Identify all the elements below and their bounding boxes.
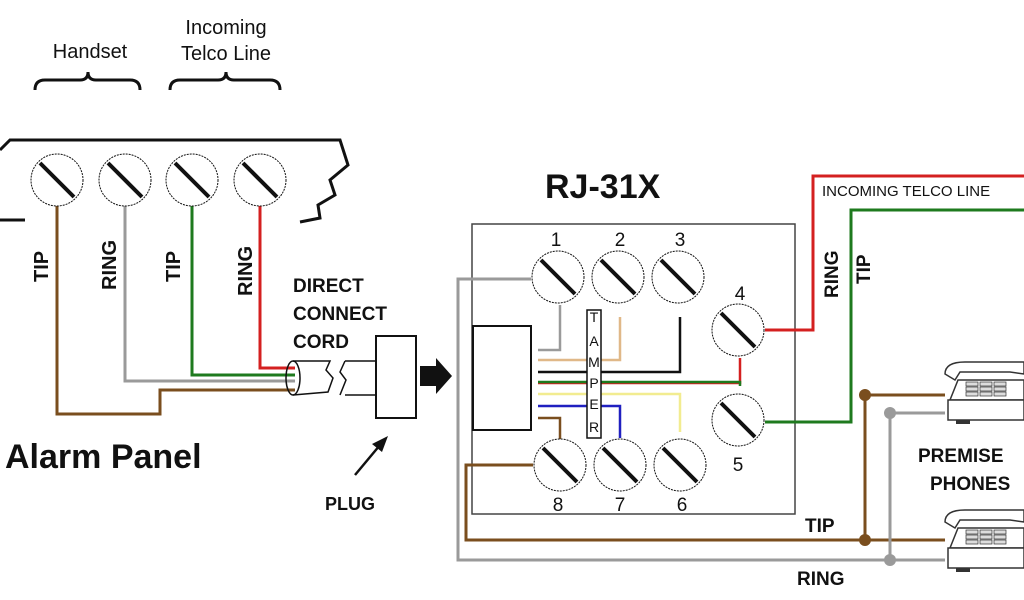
incoming-ring-label: RING [822,251,843,299]
rj31x-title: RJ-31X [545,168,661,206]
terminal-number: 7 [615,495,626,516]
tamper-switch [586,309,602,439]
wire-telco-tip [190,206,295,377]
screw-icon [165,153,219,207]
junction-dots [859,389,896,566]
incoming-label-1: Incoming [185,17,266,39]
incoming-label-2: Telco Line [181,43,271,65]
terminal-number: 5 [733,455,744,476]
telephone-icon [944,361,1024,424]
tamper-letter: E [589,396,598,412]
premise-phones-label-1: PREMISE [918,446,1004,467]
screw-icon [653,438,707,492]
plug-label: PLUG [325,494,375,514]
tamper-letter: T [590,309,599,325]
screw-icon [98,153,152,207]
screw-icon [593,438,647,492]
screw-icon [711,393,765,447]
wire-incoming-ring [765,174,1024,332]
terminal-number: 2 [615,230,626,251]
handset-label: Handset [53,41,128,63]
screw-icon [30,153,84,207]
terminal-number: 4 [735,284,746,305]
premise-phones-label-2: PHONES [930,474,1010,495]
premise-phones [944,361,1024,572]
wire-premise-ring [456,277,945,562]
incoming-tip-label: TIP [854,254,875,284]
jack-plug-socket [472,325,532,431]
terminal-number: 6 [677,495,688,516]
screw-icon [531,250,585,304]
alarm-panel-outline [0,138,350,224]
wire-handset-ring [123,206,295,383]
tamper-letter: P [589,375,598,391]
screw-icon [591,250,645,304]
panel-ring-label: RING [235,246,257,296]
panel-ring-label: RING [99,240,121,290]
wire-incoming-tip [765,208,1024,424]
screw-icon [533,438,587,492]
cord-label: CORD [293,332,349,353]
direct-connect-cord [285,335,417,419]
premise-ring-label: RING [797,569,845,590]
plug-pointer-arrow-icon [372,436,388,452]
panel-tip-label: TIP [163,251,185,282]
wire-premise-tip [464,463,945,542]
telephone-icon [944,509,1024,572]
terminal-number: 1 [551,230,562,251]
screw-icon [711,303,765,357]
arrow-right-icon [420,358,452,394]
screw-terminals [30,153,765,492]
terminal-number: 8 [553,495,564,516]
tamper-letter: R [589,419,599,435]
tamper-letter: M [588,354,600,370]
handset-brace [33,71,142,91]
wire-handset-tip [55,206,295,416]
panel-tip-label: TIP [31,251,53,282]
wire-telco-ring [258,206,295,370]
cord-label: CONNECT [293,304,387,325]
tamper-letter: A [589,333,599,349]
incoming-telco-line-label: INCOMING TELCO LINE [822,183,990,200]
premise-tip-label: TIP [805,516,835,537]
terminal-number: 3 [675,230,686,251]
cord-label: DIRECT [293,276,364,297]
screw-icon [651,250,705,304]
telco-brace [168,71,282,91]
alarm-panel-label: Alarm Panel [5,438,202,476]
screw-icon [233,153,287,207]
